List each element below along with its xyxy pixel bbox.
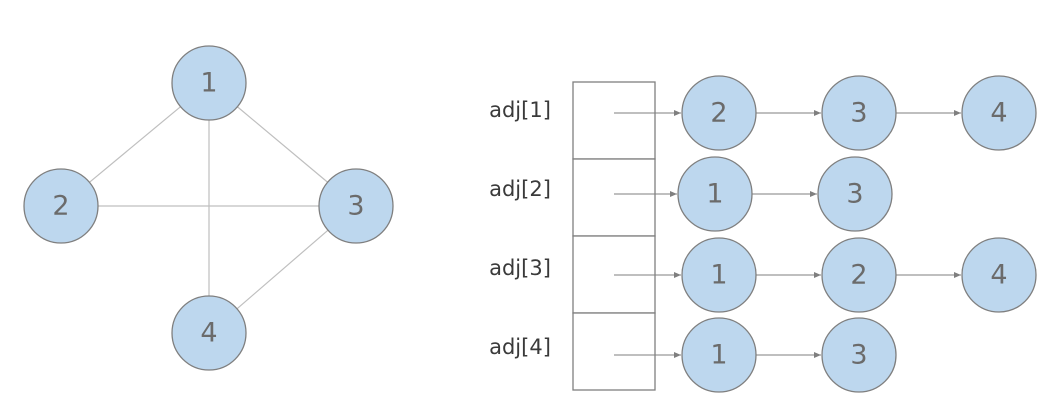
list-node-2: 2 bbox=[821, 237, 897, 313]
graph-node-4: 4 bbox=[171, 295, 247, 371]
list-node-label: 3 bbox=[846, 179, 863, 210]
list-node-circle bbox=[817, 156, 893, 232]
adjacency-label-2: adj[2] bbox=[489, 177, 551, 201]
list-node-label: 1 bbox=[710, 340, 727, 371]
adjacency-row-1: 2 3 4 bbox=[614, 75, 1037, 151]
list-node-circle bbox=[961, 75, 1037, 151]
graph-edge-3-4 bbox=[236, 229, 329, 310]
graph-node-3: 3 bbox=[318, 168, 394, 244]
list-node-1: 1 bbox=[677, 156, 753, 232]
list-node-1: 1 bbox=[681, 237, 757, 313]
list-node-circle bbox=[961, 237, 1037, 313]
adjacency-label-3: adj[3] bbox=[489, 256, 551, 280]
list-node-label: 3 bbox=[850, 98, 867, 129]
graph-node-2: 2 bbox=[23, 168, 99, 244]
list-node-label: 2 bbox=[710, 98, 727, 129]
graph-node-label: 1 bbox=[200, 68, 217, 99]
graph-nodes: 1 2 3 4 bbox=[23, 45, 394, 371]
graph-node-1: 1 bbox=[171, 45, 247, 121]
list-node-3: 3 bbox=[821, 75, 897, 151]
list-node-3: 3 bbox=[817, 156, 893, 232]
adjacency-label-4: adj[4] bbox=[489, 335, 551, 359]
graph-node-label: 3 bbox=[347, 191, 364, 222]
adjacency-label-1: adj[1] bbox=[489, 98, 551, 122]
adjacency-row-3: 1 2 4 bbox=[614, 237, 1037, 313]
list-node-label: 1 bbox=[710, 260, 727, 291]
graph-node-label: 4 bbox=[200, 318, 217, 349]
array-cell-1 bbox=[572, 81, 656, 160]
list-node-3: 3 bbox=[821, 317, 897, 393]
list-node-label: 4 bbox=[990, 260, 1007, 291]
graph-node-label: 2 bbox=[52, 191, 69, 222]
list-node-2: 2 bbox=[681, 75, 757, 151]
adjacency-array bbox=[572, 81, 656, 391]
graph-edge-1-3 bbox=[236, 106, 329, 183]
list-node-4: 4 bbox=[961, 237, 1037, 313]
adjacency-labels: adj[1] adj[2] adj[3] adj[4] bbox=[489, 98, 551, 359]
list-node-4: 4 bbox=[961, 75, 1037, 151]
list-node-label: 2 bbox=[850, 260, 867, 291]
list-node-1: 1 bbox=[681, 317, 757, 393]
array-cell-4 bbox=[572, 312, 656, 391]
list-node-circle bbox=[821, 317, 897, 393]
array-cell-2 bbox=[572, 158, 656, 237]
graph-edge-1-2 bbox=[89, 106, 181, 183]
list-node-label: 1 bbox=[706, 179, 723, 210]
graph-edges bbox=[89, 106, 329, 310]
list-node-label: 3 bbox=[850, 340, 867, 371]
list-node-label: 4 bbox=[990, 98, 1007, 129]
